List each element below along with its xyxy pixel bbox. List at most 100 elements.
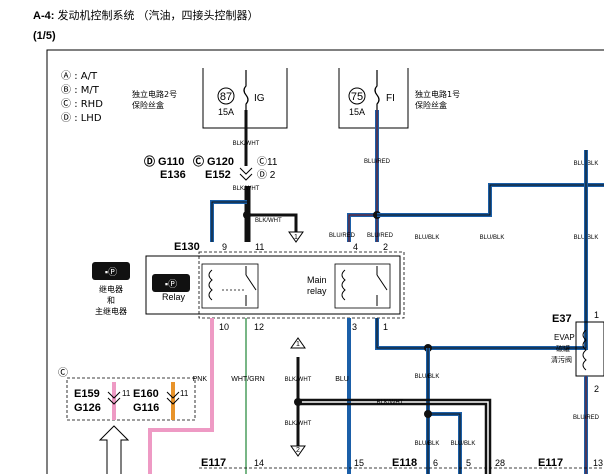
fuse-box-ig: 独立电路2号 保险丝盒 87 15A IG: [132, 68, 288, 129]
wire-label: BLU/BLK: [415, 441, 440, 447]
fuse-number: 75: [351, 91, 363, 103]
wire-pnk: [148, 318, 214, 474]
connector-e130: E130: [174, 241, 200, 253]
wire-label: BLU/RED: [364, 159, 391, 165]
pin-label: 11: [122, 389, 131, 398]
fuse-symbol: [243, 70, 249, 110]
fuse-box-fi: 独立电路1号 保险丝盒 75 15A FI: [338, 68, 460, 129]
side-icon-label: 继电器: [99, 284, 123, 294]
connector-e160: E160: [133, 388, 159, 400]
wire-label: BLU/RED: [367, 233, 394, 239]
main-relay-label: Main: [307, 275, 327, 285]
fuse-name: IG: [254, 93, 265, 104]
junction-dot: [424, 410, 432, 418]
ground-pin2: Ⓓ 2: [257, 169, 276, 181]
evap-label: 碳罐: [556, 344, 570, 353]
connector-g126: G126: [74, 402, 101, 414]
ground-e136: E136: [160, 169, 186, 181]
pin-label: 6: [433, 458, 438, 468]
fuse-box-ig-label: 独立电路2号: [132, 89, 177, 99]
pin-label: 11: [180, 389, 189, 398]
ground-e152: E152: [205, 169, 231, 181]
wire-label: BLU/RED: [329, 233, 356, 239]
pin-label: 28: [495, 458, 505, 468]
connector-e117b: E117: [538, 457, 563, 469]
connector-g116: G116: [133, 402, 159, 414]
fuse-amp: 15A: [218, 107, 234, 117]
bottom-connectors: E117 14 15 E118 6 5 28 E117 13: [199, 457, 604, 469]
wire-label: BLU/RED: [573, 415, 600, 421]
wire-label: BLU/BLK: [451, 441, 476, 447]
wire-branch-arrow: [247, 213, 298, 232]
svg-text:▪Ⓟ: ▪Ⓟ: [165, 279, 177, 289]
pin-label: 12: [254, 322, 264, 332]
ground-g110: Ⓓ G110: [144, 154, 184, 168]
relay-icon: [152, 274, 190, 292]
svg-text:▪Ⓟ: ▪Ⓟ: [105, 267, 117, 277]
pin-label: 5: [466, 458, 471, 468]
wire-blkwht-bus: [298, 398, 492, 474]
wire-label: PNK: [193, 376, 208, 383]
pin-label: 13: [593, 458, 603, 468]
side-icon-label: 和: [107, 296, 115, 305]
side-icon-label: 主继电器: [95, 306, 127, 316]
wire-label: BLU/BLK: [415, 235, 440, 241]
connector-e117: E117: [201, 457, 226, 469]
fuse-symbol: [374, 70, 380, 110]
diagram-frame: [46, 49, 604, 474]
wire-label: BLK/WHT: [255, 218, 282, 224]
connector-e118: E118: [392, 457, 417, 469]
relay-side-icon: ▪Ⓟ 继电器 和 主继电器: [92, 262, 130, 316]
pin-label: 10: [219, 322, 229, 332]
pin-label: 1: [594, 310, 599, 320]
fuse-number: 87: [220, 91, 232, 103]
connector-mark: [239, 167, 253, 181]
pin-label: 14: [254, 458, 264, 468]
pin-label: 2: [383, 242, 388, 252]
junction-dot: [243, 211, 251, 219]
rhd-mark: Ⓒ: [58, 367, 68, 379]
wire-label: BLK/WHT: [377, 400, 404, 406]
main-relay-label: relay: [307, 286, 327, 296]
pin-label: 3: [352, 322, 357, 332]
svg-text:1: 1: [296, 341, 300, 348]
svg-text:2: 2: [296, 447, 300, 454]
fuse-number-badge: [348, 87, 366, 105]
pin-label: 1: [383, 322, 388, 332]
wire-label: WHT/GRN: [231, 376, 264, 383]
legend: Ⓐ : A/T Ⓑ : M/T Ⓒ : RHD Ⓓ : LHD: [61, 70, 103, 124]
fuse-box-ig-label2: 保险丝盒: [132, 100, 164, 110]
pin-label: 11: [255, 242, 264, 252]
relay-dashed-box: [198, 251, 405, 319]
fuse-name: FI: [386, 93, 395, 104]
fuse-box-fi-label: 独立电路1号: [415, 89, 460, 99]
relay-block: E130 9 11 4 2 Relay Main relay ▪Ⓟ: [145, 241, 405, 319]
pin-label: 2: [594, 384, 599, 394]
connector-e159: E159: [74, 388, 100, 400]
arrow-label: 1: [294, 234, 298, 241]
lower-connectors: Ⓒ E159 G126 11 E160 G116 11: [58, 367, 196, 474]
wire-label: BLU/BLK: [415, 374, 440, 380]
ground-labels: Ⓓ G110 Ⓒ G120 Ⓒ11 E136 E152 Ⓓ 2: [144, 154, 278, 181]
evap-valve: E37 1 EVAP 碳罐 清污阀 2 BLU/RED: [551, 310, 604, 474]
connector-e37: E37: [552, 313, 572, 325]
legend-at: Ⓐ : A/T: [61, 70, 98, 82]
evap-label: EVAP: [554, 333, 575, 342]
wire-label: BLU: [335, 376, 349, 383]
ground-pin11: Ⓒ11: [257, 156, 278, 168]
wire-label: BLK/WHT: [233, 186, 260, 192]
fuse-box-fi-label2: 保险丝盒: [415, 100, 447, 110]
evap-label: 清污阀: [551, 355, 572, 364]
wire-label: BLK/WHT: [285, 377, 312, 383]
wire-blue-9: [210, 200, 247, 242]
wire-label: BLK/WHT: [233, 141, 260, 147]
wire-label: BLU/BLK: [480, 235, 505, 241]
fuse-amp: 15A: [349, 107, 365, 117]
relay-box: [145, 255, 401, 315]
legend-rhd: Ⓒ : RHD: [61, 98, 103, 110]
legend-mt: Ⓑ : M/T: [61, 84, 100, 96]
page-title: A-4: 发动机控制系统 （汽油，四接头控制器）: [33, 10, 259, 22]
ground-g120: Ⓒ G120: [193, 154, 234, 168]
pin-label: 15: [354, 458, 364, 468]
